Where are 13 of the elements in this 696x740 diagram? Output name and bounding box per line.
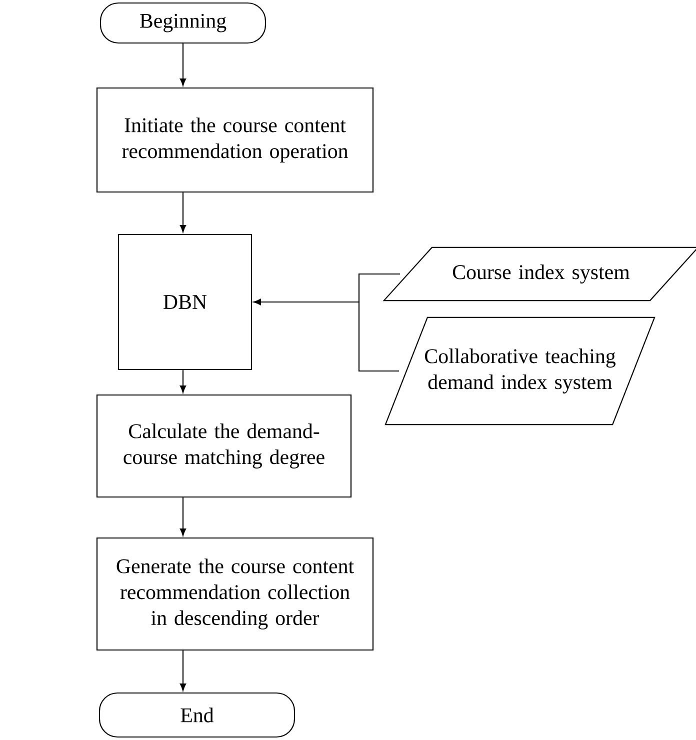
arrow xyxy=(180,650,186,691)
terminal-box: End xyxy=(98,692,296,738)
process-box: Initiate the course content recommendation operation xyxy=(96,87,374,193)
arrow xyxy=(180,192,186,232)
input-parallelogram: Collaborative teaching demand index system xyxy=(384,316,656,426)
arrow xyxy=(180,498,186,536)
arrow xyxy=(180,370,186,393)
process-box: DBN xyxy=(118,234,252,370)
process-box: Calculate the demand-course matching degree xyxy=(96,394,352,498)
terminal-box: Beginning xyxy=(100,2,266,44)
arrow xyxy=(180,44,186,86)
process-box: Generate the course content recommendation collection in descending order xyxy=(96,537,374,651)
arrow xyxy=(254,298,399,372)
